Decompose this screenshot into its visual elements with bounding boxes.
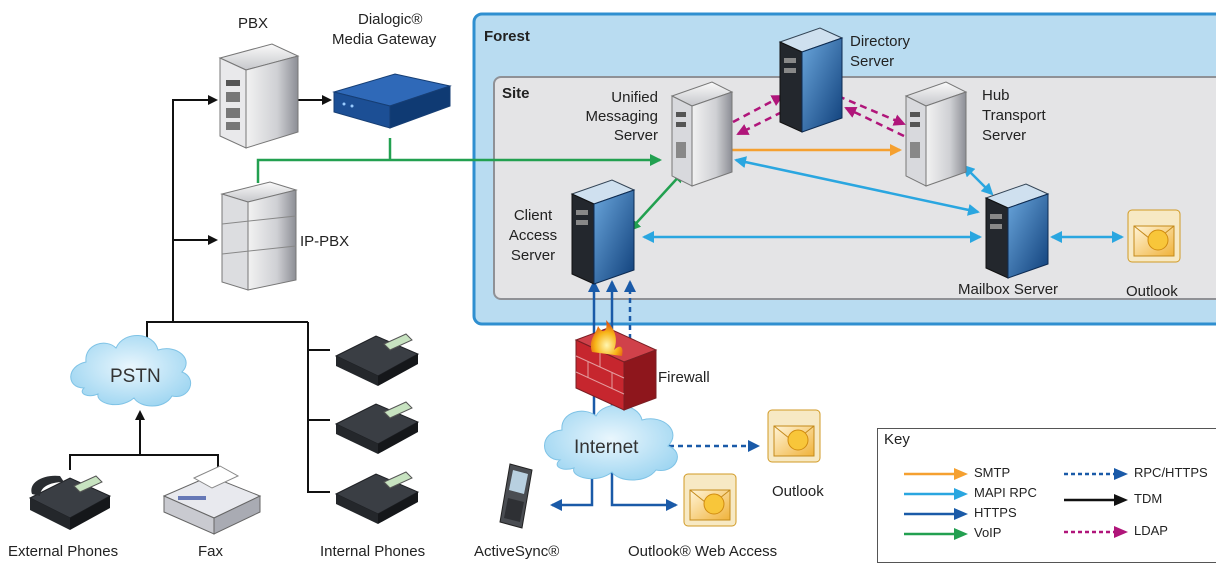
dialogic-label-line2: Media Gateway [332, 31, 437, 48]
mapi-links [642, 156, 1124, 243]
firewall [574, 320, 658, 411]
um-label-line3: Server [613, 127, 658, 144]
pbx-server [218, 43, 300, 149]
legend-item-label: MAPI RPC [974, 485, 1037, 500]
hub-label-line2: Transport [982, 107, 1046, 124]
activesync-label: ActiveSync® [474, 543, 560, 560]
external-phones-label: External Phones [8, 543, 119, 560]
hub-transport-server [904, 81, 968, 187]
outlook-internet-label: Outlook [772, 483, 824, 500]
hub-label-line3: Server [982, 127, 1027, 144]
mailbox-label: Mailbox Server [958, 281, 1059, 298]
hub-label-line1: Hub [982, 87, 1010, 104]
voip-links [256, 138, 685, 232]
internet-label: Internet [574, 437, 639, 458]
fax-label: Fax [198, 543, 224, 560]
pstn-cloud [70, 335, 192, 407]
phone-internal-3 [334, 471, 420, 524]
ip-pbx-stack [220, 181, 298, 291]
cas-label-line2: Access [508, 227, 558, 244]
directory-label-line1: Directory [850, 33, 911, 50]
mailbox-server [984, 183, 1050, 279]
outlook-icon-forest [1127, 209, 1181, 263]
um-label-line2: Messaging [585, 108, 658, 125]
cas-label-line1: Client [513, 207, 553, 224]
directory-label-line2: Server [850, 53, 895, 70]
cas-label-line3: Server [510, 247, 556, 264]
owa-label: Outlook® Web Access [628, 543, 778, 560]
outlook-forest-label: Outlook [1126, 283, 1178, 300]
phone-external [28, 475, 112, 530]
firewall-label: Firewall [658, 369, 710, 386]
legend-item-label: TDM [1134, 491, 1163, 506]
outlook-icon-internet [767, 409, 821, 463]
mobile-device [499, 463, 533, 529]
client-access-server [570, 179, 636, 285]
outlook-icon-owa [683, 473, 737, 527]
um-label-line1: Unified [611, 89, 658, 106]
tdm-links [69, 95, 332, 493]
pstn-label: PSTN [110, 366, 161, 387]
legend-item-label: HTTPS [974, 505, 1017, 520]
legend-item-label: RPC/HTTPS [1134, 465, 1208, 480]
dialogic-label-line1: Dialogic® [358, 11, 423, 28]
legend-item-label: SMTP [974, 465, 1011, 480]
phone-internal-2 [334, 401, 420, 454]
legend-item-label: VoIP [974, 525, 1002, 540]
legend-item-label: LDAP [1134, 523, 1168, 538]
internet-cloud [544, 404, 678, 481]
media-gateway [332, 73, 452, 129]
forest-label: Forest [484, 28, 530, 45]
directory-server [778, 27, 844, 133]
unified-messaging-server [670, 81, 734, 187]
fax-machine [162, 465, 262, 535]
legend-title: Key [884, 431, 910, 448]
ldap-links [732, 94, 906, 138]
legend-key: Key SMTP MAPI RPC HTTPS VoIP RPC/HTTPS TDM LDA… [877, 428, 1216, 563]
internal-phones-label: Internal Phones [320, 543, 426, 560]
site-label: Site [502, 85, 530, 102]
phone-internal-1 [334, 333, 420, 386]
pbx-label: PBX [238, 15, 269, 32]
ip-pbx-label: IP-PBX [300, 233, 350, 250]
